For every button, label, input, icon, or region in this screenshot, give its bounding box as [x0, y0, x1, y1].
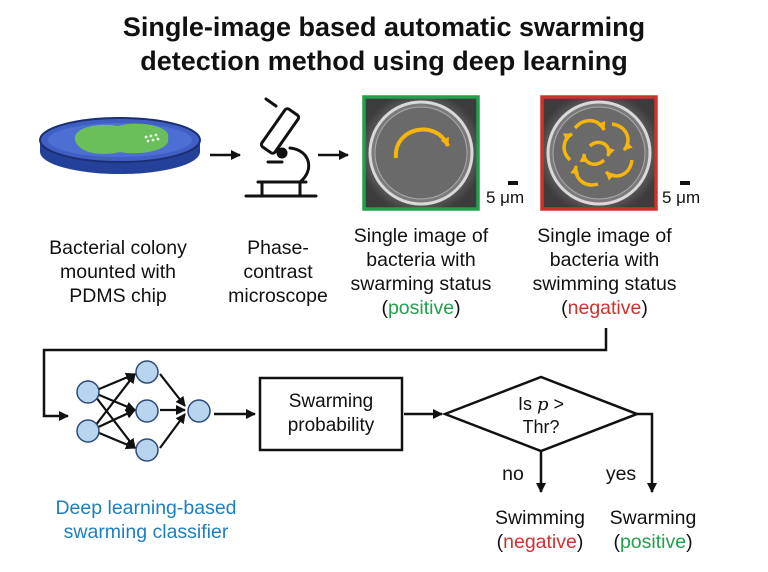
scale-bar-positive	[508, 181, 518, 185]
decision-variable: p	[536, 394, 549, 415]
microscope-label-line3: microscope	[228, 285, 328, 307]
probability-box-text: Swarming probability	[260, 390, 402, 438]
swarming-label-line3: swarming status	[350, 273, 492, 295]
diagram-title-line2: detection method using deep learning	[140, 46, 628, 76]
swarming-image-label: Single image of bacteria with swarming s…	[331, 224, 511, 320]
scale-label-negative: 5 μm	[662, 188, 701, 207]
negative-status: negative	[567, 297, 642, 319]
diagram-title-line1: Single-image based automatic swarming	[122, 12, 646, 42]
decision-suffix: >	[548, 394, 565, 414]
paren-close: )	[686, 531, 693, 553]
outcome-swarming-label: Swarming	[609, 507, 697, 529]
swimming-image	[540, 95, 690, 211]
arrow-branch-yes	[637, 412, 657, 493]
outcome-swarming-status: (positive)	[598, 530, 708, 554]
outcome-swimming-status: (negative)	[484, 530, 596, 554]
positive-status: positive	[387, 297, 455, 319]
swimming-label-line1: Single image of	[537, 225, 672, 247]
scale-label-positive: 5 μm	[486, 188, 525, 207]
swarming-positive-status: positive	[619, 531, 687, 553]
paren-open: (	[561, 297, 568, 319]
swimming-image-label: Single image of bacteria with swimming s…	[512, 224, 697, 320]
paren-close: )	[454, 297, 461, 319]
connector-to-classifier	[42, 328, 608, 421]
branch-yes-label: yes	[605, 463, 637, 485]
decision-prefix: Is	[517, 394, 537, 414]
branch-no-label: no	[502, 463, 524, 485]
decision-line1: Is p >	[481, 393, 601, 416]
probability-line1: Swarming	[288, 391, 374, 412]
probability-box	[258, 376, 404, 452]
positive-frame	[362, 95, 480, 211]
paren-open: (	[613, 531, 620, 553]
decision-line2: Thr?	[522, 417, 560, 437]
microscope-label-line1: Phase-	[247, 237, 309, 259]
paren-close: )	[641, 297, 648, 319]
classifier-label-line1: Deep learning-based	[55, 497, 237, 519]
colony-label: Bacterial colony mounted with PDMS chip	[25, 236, 211, 308]
scale-bar-negative	[680, 181, 690, 185]
swarming-label-line2: bacteria with	[366, 249, 476, 271]
outcome-swimming: Swimming (negative)	[484, 506, 596, 554]
paren-close: )	[576, 531, 584, 553]
petri-dish-icon	[39, 117, 201, 174]
swarming-image	[362, 95, 518, 211]
rotation-arrow-icon	[393, 127, 450, 159]
colony-label-line2: mounted with	[60, 261, 176, 283]
swimming-label-line2: bacteria with	[549, 249, 660, 271]
paren-open: (	[381, 297, 388, 319]
negative-frame	[540, 95, 658, 211]
paren-open: (	[496, 531, 504, 553]
pdms-chip-icon	[144, 133, 160, 143]
colony-label-line3: PDMS chip	[69, 285, 167, 307]
classifier-label: Deep learning-based swarming classifier	[30, 496, 262, 544]
classifier-label-line2: swarming classifier	[63, 521, 229, 543]
outcome-swimming-label: Swimming	[495, 507, 585, 529]
swimming-label-status: (negative)	[512, 296, 697, 320]
network-nodes	[76, 360, 211, 462]
network-edges	[91, 372, 186, 450]
microscope-label: Phase- contrast microscope	[218, 236, 338, 308]
swarming-label-status: (positive)	[331, 296, 511, 320]
colony-label-line1: Bacterial colony	[49, 237, 187, 259]
random-motion-arrows-icon	[562, 118, 634, 187]
swarming-label-line1: Single image of	[353, 225, 489, 247]
microscope-label-line2: contrast	[243, 261, 313, 283]
outcome-swarming: Swarming (positive)	[598, 506, 708, 554]
microscope-icon	[244, 97, 318, 198]
swimming-negative-status: negative	[503, 531, 577, 553]
neural-network-icon	[76, 360, 211, 462]
decision-text: Is p > Thr?	[481, 393, 601, 438]
probability-line2: probability	[287, 415, 375, 436]
swimming-label-line3: swimming status	[532, 273, 677, 295]
